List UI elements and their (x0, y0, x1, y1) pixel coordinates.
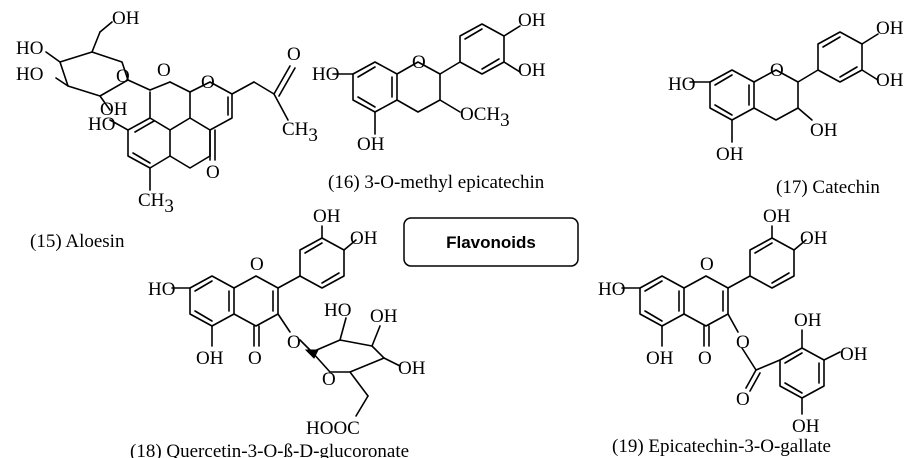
label-ring-o: O (700, 254, 714, 275)
label-ho: HO (16, 38, 43, 59)
label-ring-o: O (412, 52, 426, 73)
label-oh: OH (763, 206, 791, 227)
label-oh: OH (350, 228, 378, 249)
label-oh: OH (876, 70, 904, 91)
label-ho: HO (324, 300, 351, 321)
label-ketone-o: O (287, 44, 301, 65)
structure-19-epicatechin-gallate: HO O OH OH OH O O O OH OH OH (19) Epicat… (598, 206, 868, 457)
label-ho: HO (598, 279, 625, 300)
label-carbonyl-o: O (206, 162, 220, 183)
label-oh: OH (810, 120, 838, 141)
label-oh: OH (370, 306, 398, 327)
structure-18-quercetin-glucoronate: HO O OH OH OH O O HO OH OH O HOOC (18) Q… (130, 206, 426, 458)
caption-18: (18) Quercetin-3-O-ß-D-glucoronate (130, 441, 409, 458)
label-oh: OH (357, 134, 385, 155)
label-ho: HO (88, 114, 115, 135)
label-carbonyl-o: O (698, 348, 712, 369)
label-oh: OH (196, 348, 224, 369)
caption-19: (19) Epicatechin-3-O-gallate (612, 436, 831, 457)
label-ring-o: O (250, 254, 264, 275)
label-oh: OH (112, 8, 140, 29)
label-ho: HO (312, 64, 339, 85)
label-ester-carbonyl-o: O (736, 389, 750, 410)
label-och3: OCH3 (460, 104, 510, 131)
label-hooc: HOOC (306, 418, 360, 439)
label-oh: OH (313, 206, 341, 227)
label-ch3: CH3 (282, 119, 318, 146)
label-oh: OH (100, 99, 128, 120)
caption-17: (17) Catechin (776, 177, 880, 198)
label-oh: OH (792, 416, 820, 437)
label-ring-o: O (770, 60, 784, 81)
label-ring-o: O (116, 66, 130, 87)
label-ho: HO (16, 64, 43, 85)
flavonoids-title: Flavonoids (446, 233, 536, 252)
flavonoids-box: Flavonoids (403, 217, 579, 267)
structure-16-methyl-epicatechin: HO O OH OCH3 OH OH (16) 3-O-methyl epica… (312, 10, 546, 193)
label-ring-o: O (201, 72, 215, 93)
label-ho: HO (668, 74, 695, 95)
label-glycosidic-o: O (287, 332, 301, 353)
label-oh: OH (398, 358, 426, 379)
caption-16: (16) 3-O-methyl epicatechin (328, 172, 545, 193)
structure-17-catechin: HO O OH OH OH OH (17) Catechin (668, 18, 904, 198)
label-oh: OH (800, 228, 828, 249)
label-o: O (157, 60, 171, 81)
label-oh: OH (518, 60, 546, 81)
label-ester-o: O (736, 332, 750, 353)
label-oh: OH (794, 310, 822, 331)
label-oh: OH (840, 344, 868, 365)
caption-15: (15) Aloesin (30, 231, 125, 252)
label-oh: OH (716, 144, 744, 165)
structure-15-aloesin: OH HO HO O OH O O HO O O CH3 CH3 (15) Al… (16, 8, 318, 252)
label-ch3: CH3 (138, 190, 174, 217)
label-ho: HO (148, 279, 175, 300)
label-oh: OH (646, 348, 674, 369)
label-oh: OH (518, 10, 546, 31)
label-oh: OH (876, 18, 904, 39)
label-ring-o: O (322, 369, 336, 390)
label-carbonyl-o: O (248, 348, 262, 369)
